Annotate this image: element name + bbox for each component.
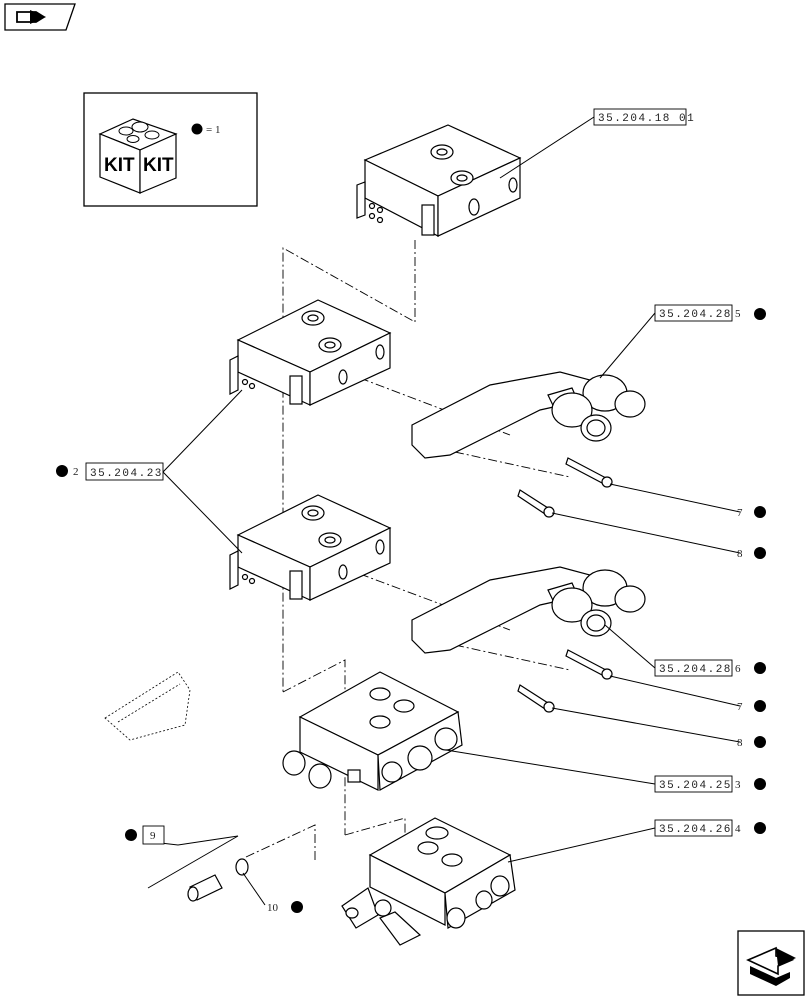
coupler-ref-upper: 35.204.28: [659, 309, 732, 321]
callout-screw-8-upper[interactable]: 8: [737, 547, 766, 560]
screw-7-upper: [565, 457, 613, 488]
callout-fitting-9[interactable]: 9: [125, 825, 165, 845]
callout-oring-10[interactable]: 10: [267, 901, 303, 914]
callout-inlet[interactable]: 35.204.25 3: [654, 775, 766, 793]
callout-coupler-lower[interactable]: 35.204.28 6: [654, 659, 766, 677]
inlet-valve-section: [282, 671, 463, 791]
inlet-ref: 35.204.25: [659, 780, 732, 792]
screw-8-upper: [517, 489, 555, 518]
fitting-part-9: [147, 835, 239, 902]
screw-8-lower: [517, 684, 555, 713]
callout-coupler-upper[interactable]: 35.204.28 5: [654, 304, 766, 322]
callout-screw-8-lower[interactable]: 8: [737, 736, 766, 749]
inlet-num: 3: [735, 779, 741, 791]
kit-word-right: KIT: [143, 155, 174, 176]
coupler-num-upper: 5: [735, 308, 741, 320]
gasket-outline: [104, 671, 191, 741]
kit-word-left: KIT: [104, 155, 135, 176]
callout-top-valve[interactable]: 35.204.18 01: [593, 108, 695, 126]
leader-lines: [151, 116, 741, 906]
screw-7-upper-num: 7: [737, 507, 743, 519]
section-valve-upper: [229, 299, 392, 406]
kit-box-icon: KIT KIT: [98, 118, 178, 194]
screw-8-upper-num: 8: [737, 548, 743, 560]
end-num: 4: [735, 823, 741, 835]
callout-section[interactable]: 2 35.204.23: [56, 462, 164, 481]
top-valve-ref: 35.204.18 01: [598, 113, 695, 125]
callout-screw-7-upper[interactable]: 7: [737, 506, 766, 519]
callout-end[interactable]: 35.204.26 4: [654, 819, 766, 837]
oring-num: 10: [267, 902, 279, 914]
next-page-icon[interactable]: [737, 930, 805, 996]
kit-legend: KIT KIT = 1: [83, 92, 258, 207]
coupler-handle-lower: [411, 566, 646, 654]
fitting-num: 9: [150, 830, 156, 842]
screw-7-lower-num: 7: [737, 701, 743, 713]
o-ring-part-10: [235, 858, 249, 876]
section-valve-lower: [229, 494, 392, 601]
end-valve-section: [341, 817, 516, 946]
kit-equals-label: = 1: [206, 124, 220, 136]
back-arrow-icon[interactable]: [4, 3, 76, 31]
screw-7-lower: [565, 649, 613, 680]
screw-8-lower-num: 8: [737, 737, 743, 749]
coupler-num-lower: 6: [735, 663, 741, 675]
section-ref: 35.204.23: [90, 468, 163, 480]
callout-screw-7-lower[interactable]: 7: [737, 700, 766, 713]
coupler-handle-upper: [411, 371, 646, 459]
section-num: 2: [73, 466, 79, 478]
end-ref: 35.204.26: [659, 824, 732, 836]
coupler-ref-lower: 35.204.28: [659, 664, 732, 676]
top-valve-section: [356, 124, 522, 237]
